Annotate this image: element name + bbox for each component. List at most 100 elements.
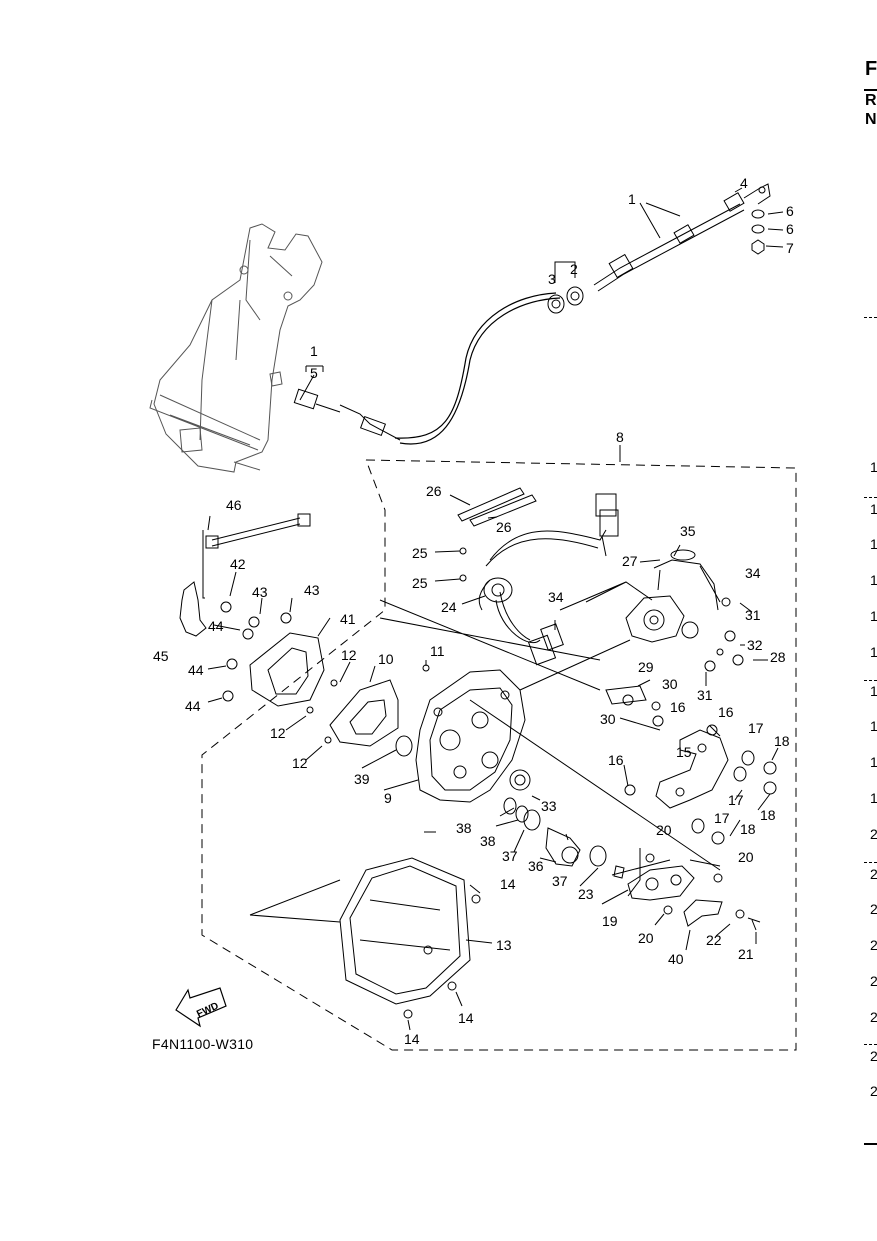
callout: 24 — [441, 599, 457, 615]
callout: 38 — [480, 833, 496, 849]
callout: 43 — [304, 582, 320, 598]
part-35-o-ring — [670, 549, 696, 561]
edge-number: 1 — [870, 718, 877, 734]
callout: 17 — [714, 810, 730, 826]
part-9-throttle-body — [415, 669, 526, 803]
part-38-washer — [503, 797, 517, 815]
callout: 18 — [740, 821, 756, 837]
callout: 14 — [458, 1010, 474, 1026]
callout: 27 — [622, 553, 638, 569]
callout: 10 — [378, 651, 394, 667]
part-37-bushing — [589, 845, 607, 867]
callout: 16 — [718, 704, 734, 720]
part-26-tie-wrap — [457, 487, 525, 522]
part-7-nut — [751, 239, 765, 255]
callout: 3 — [548, 271, 556, 287]
callout: 34 — [745, 565, 761, 581]
callout: 23 — [578, 886, 594, 902]
callout: 12 — [292, 755, 308, 771]
edge-number: 1 — [870, 459, 877, 475]
edge-number: 1 — [870, 501, 877, 517]
edge-rule — [864, 1044, 877, 1045]
wire-harness — [478, 493, 619, 666]
callout: 16 — [608, 752, 624, 768]
part-19-sensor — [627, 865, 695, 901]
callout: 29 — [638, 659, 654, 675]
callout: 30 — [662, 676, 678, 692]
assembly-boundary — [201, 459, 797, 1051]
part-6-washer — [751, 209, 765, 219]
callout: 41 — [340, 611, 356, 627]
callout: 43 — [252, 584, 268, 600]
callout: 42 — [230, 556, 246, 572]
edge-rule — [864, 497, 877, 498]
edge-number: 1 — [870, 572, 877, 588]
edge-number: 1 — [870, 608, 877, 624]
edge-number: 2 — [870, 866, 877, 882]
edge-number: 2 — [870, 1048, 877, 1064]
callout: 37 — [552, 873, 568, 889]
part-10-gasket — [329, 679, 399, 747]
callout: 31 — [745, 607, 761, 623]
callout: 20 — [656, 822, 672, 838]
edge-number: 1 — [870, 754, 877, 770]
callout: 45 — [153, 648, 169, 664]
part-13-cover — [339, 857, 471, 1005]
callout: 44 — [185, 698, 201, 714]
part-46-rod — [211, 517, 301, 547]
part-45-lever — [179, 581, 207, 637]
callout: 19 — [602, 913, 618, 929]
callout: 1 — [628, 191, 636, 207]
part-15-bracket — [655, 729, 729, 809]
callout: 34 — [548, 589, 564, 605]
mount-bracket — [149, 223, 323, 473]
callout: 6 — [786, 221, 794, 237]
part-3-nut — [547, 294, 565, 314]
edge-number: 2 — [870, 973, 877, 989]
diagram-linework: FWD — [149, 183, 797, 1051]
callout: 14 — [404, 1031, 420, 1047]
callout: 4 — [740, 175, 748, 191]
callout: 39 — [354, 771, 370, 787]
callout: 1 — [310, 343, 318, 359]
part-33-gear — [509, 769, 531, 791]
edge-rule — [864, 680, 877, 681]
callout: 25 — [412, 545, 428, 561]
callout: 14 — [500, 876, 516, 892]
callout: 25 — [412, 575, 428, 591]
callout: 6 — [786, 203, 794, 219]
header-fragment-3: N — [865, 111, 877, 128]
part-21-screw — [747, 917, 761, 931]
callout: 11 — [430, 643, 445, 659]
callout: 44 — [188, 662, 204, 678]
callout: 13 — [496, 937, 512, 953]
edge-number: 2 — [870, 826, 877, 842]
callout: 26 — [496, 519, 512, 535]
callout: 22 — [706, 932, 722, 948]
edge-rule — [864, 317, 877, 318]
part-38-washer — [515, 805, 529, 823]
fwd-arrow — [175, 987, 227, 1028]
callout: 40 — [668, 951, 684, 967]
callout: 46 — [226, 497, 242, 513]
edge-number: 1 — [870, 644, 877, 660]
callout: 32 — [747, 637, 763, 653]
callout: 35 — [680, 523, 696, 539]
part-28-body — [625, 595, 685, 643]
callout: 18 — [760, 807, 776, 823]
part-37-bushing — [523, 809, 541, 831]
callout: 12 — [270, 725, 286, 741]
edge-number: 1 — [870, 683, 877, 699]
callout: 5 — [310, 365, 318, 381]
edge-rule-bottom — [864, 1143, 877, 1145]
part-36-gear-shaft — [545, 827, 581, 867]
callout: 31 — [697, 687, 713, 703]
part-27-bracket — [653, 559, 721, 611]
callout: 7 — [786, 240, 794, 256]
callout: 38 — [456, 820, 472, 836]
edge-number: 1 — [870, 536, 877, 552]
callout: 20 — [638, 930, 654, 946]
header-fragment-1: F — [865, 58, 877, 80]
header-rule — [864, 89, 877, 91]
